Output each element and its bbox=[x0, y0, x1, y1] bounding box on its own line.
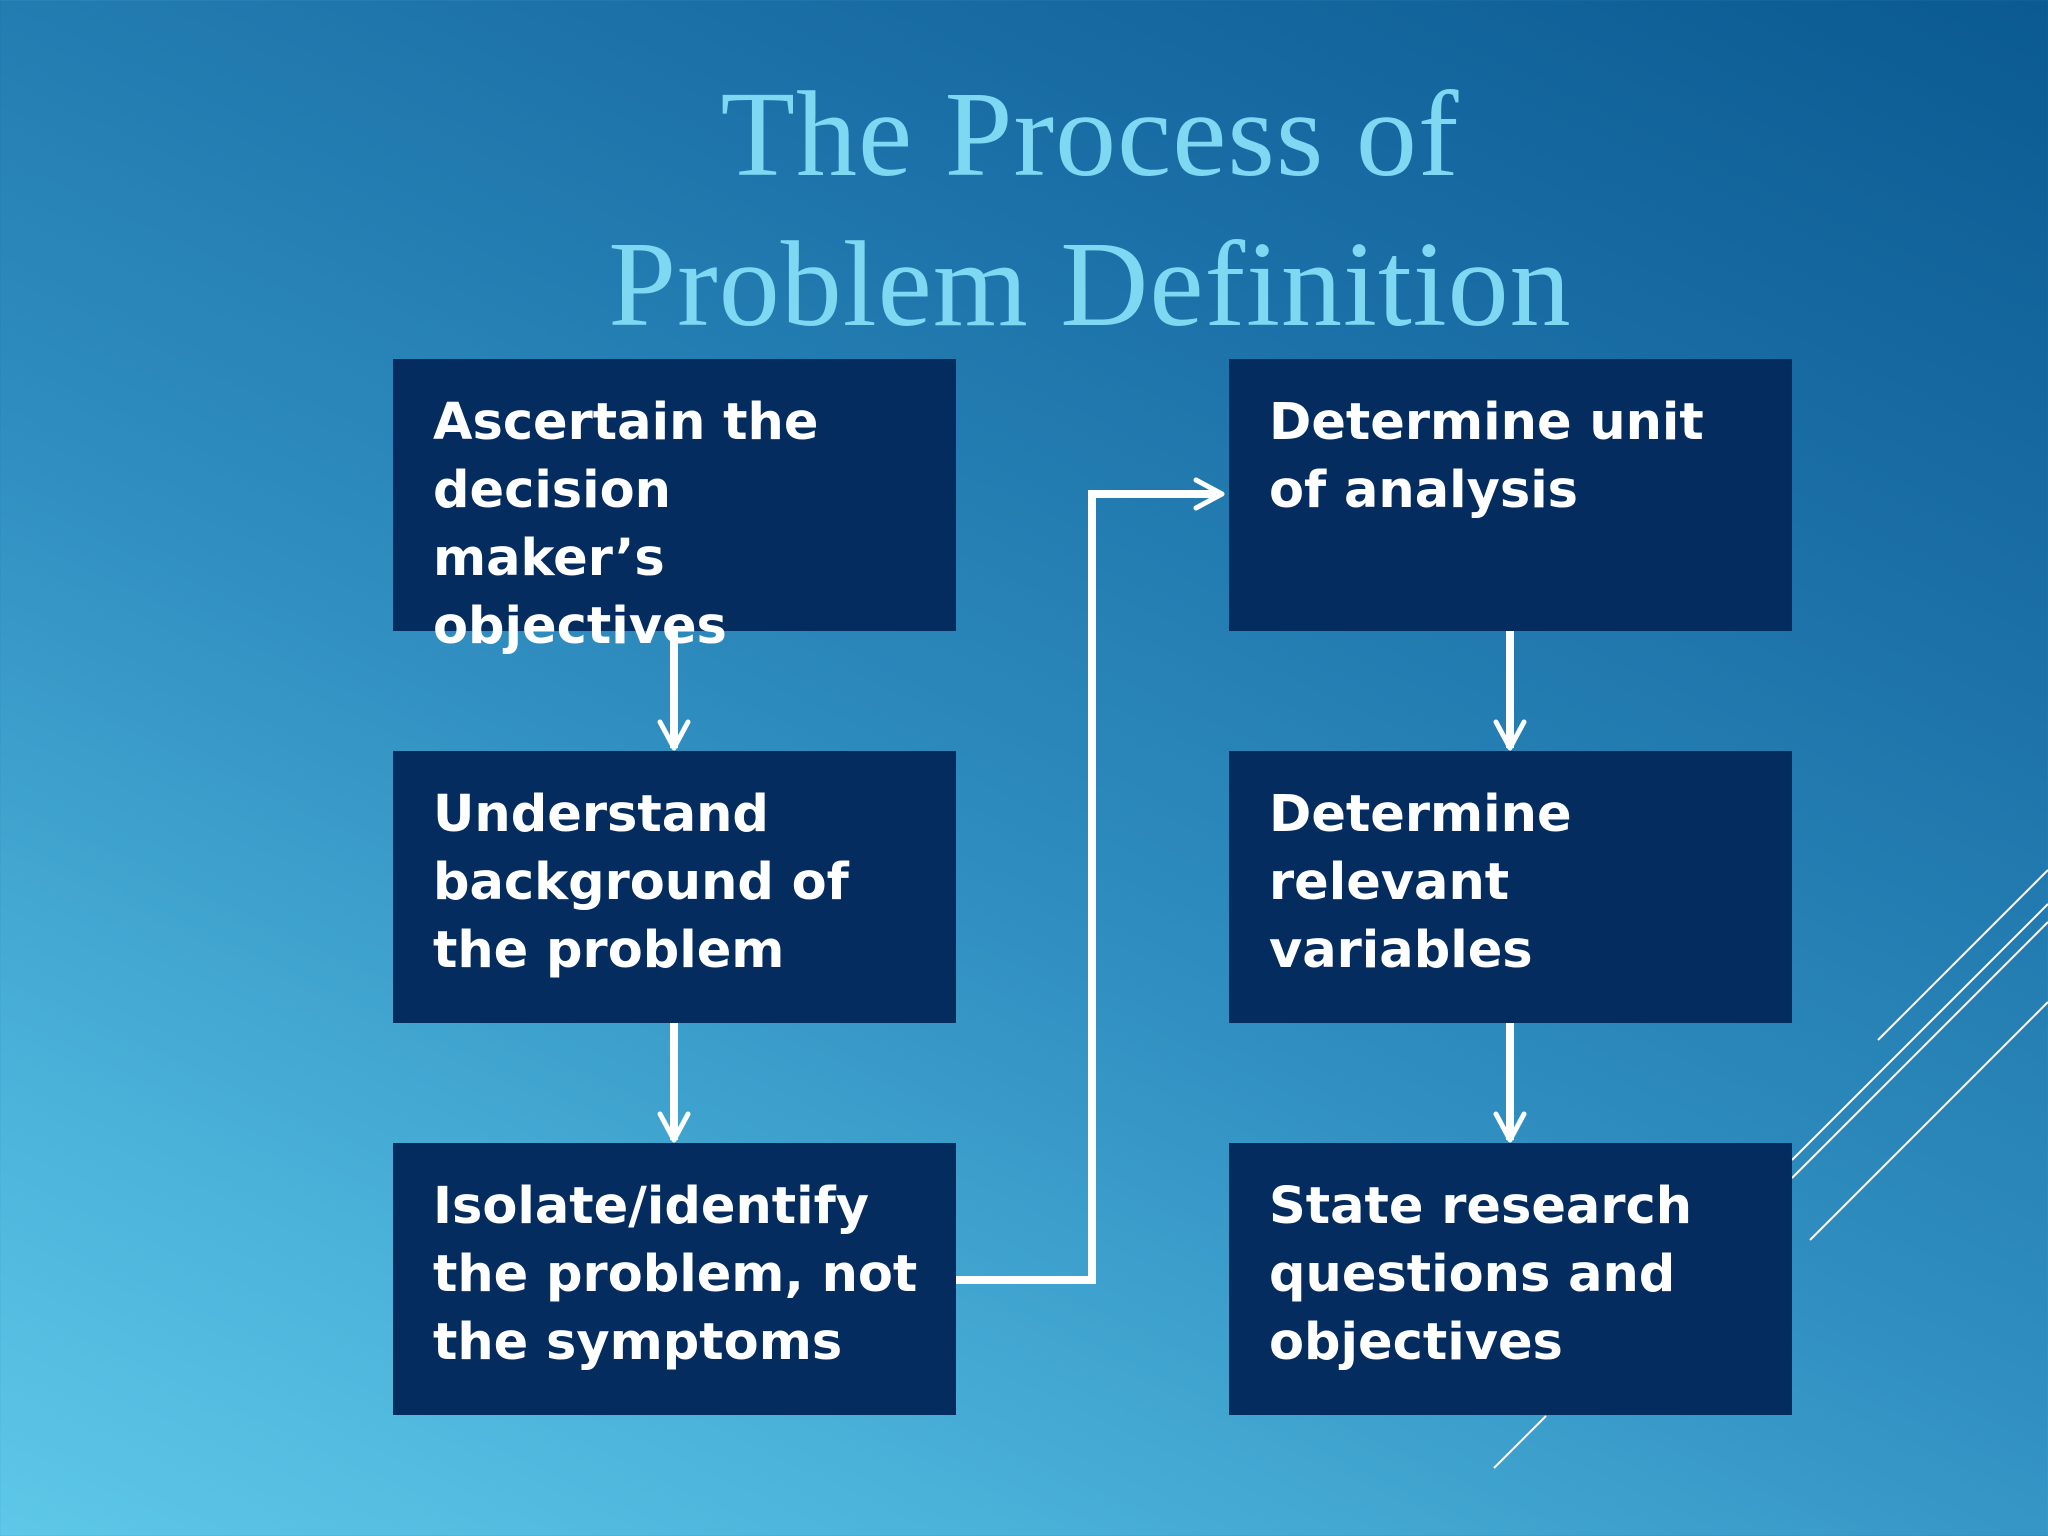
step-3-text: Isolate/identify the problem, not the sy… bbox=[433, 1177, 918, 1372]
arrowhead-step2 bbox=[657, 719, 691, 751]
arrowhead-step6 bbox=[1493, 1111, 1527, 1143]
step-box-2: Understand background of the problem bbox=[393, 751, 956, 1023]
slide-title: The Process of Problem Definition bbox=[0, 60, 2048, 360]
title-line-2: Problem Definition bbox=[608, 217, 1572, 352]
step-4-text: Determine unit of analysis bbox=[1269, 393, 1704, 520]
step-box-1: Ascertain the decision maker’s objective… bbox=[393, 359, 956, 656]
step-box-5: Determine relevant variables bbox=[1229, 751, 1792, 1023]
title-line-1: The Process of bbox=[720, 67, 1460, 202]
arrowhead-step5 bbox=[1493, 719, 1527, 751]
arrowhead-step4 bbox=[1193, 477, 1225, 511]
arrowhead-step3 bbox=[657, 1111, 691, 1143]
step-5-text: Determine relevant variables bbox=[1269, 785, 1572, 980]
step-1-text: Ascertain the decision maker’s objective… bbox=[433, 393, 819, 656]
step-6-text: State research questions and objectives bbox=[1269, 1177, 1693, 1372]
step-box-4: Determine unit of analysis bbox=[1229, 359, 1792, 631]
arrow-step3-to-step4 bbox=[952, 490, 1216, 1284]
step-box-3: Isolate/identify the problem, not the sy… bbox=[393, 1143, 956, 1415]
step-2-text: Understand background of the problem bbox=[433, 785, 849, 980]
step-box-6: State research questions and objectives bbox=[1229, 1143, 1792, 1415]
